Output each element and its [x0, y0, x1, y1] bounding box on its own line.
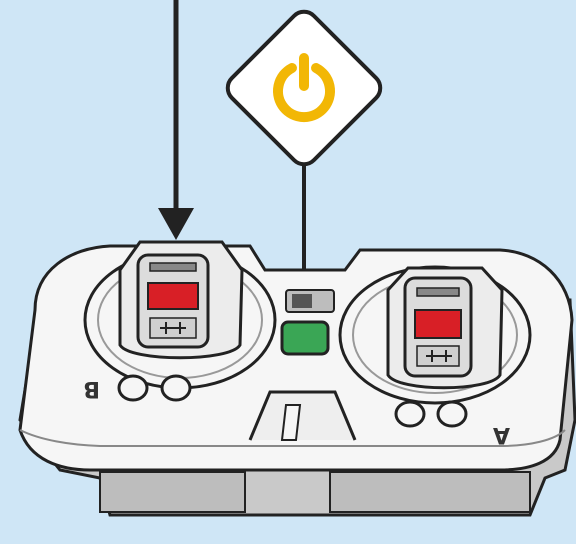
arrow-down-icon [158, 0, 194, 240]
power-button[interactable] [282, 322, 328, 354]
left-lever[interactable] [120, 242, 242, 358]
channel-switch[interactable] [286, 290, 334, 312]
right-channel-label: A [493, 422, 510, 447]
right-lever[interactable] [388, 268, 502, 388]
power-callout [222, 6, 386, 170]
left-channel-label: B [83, 376, 100, 401]
